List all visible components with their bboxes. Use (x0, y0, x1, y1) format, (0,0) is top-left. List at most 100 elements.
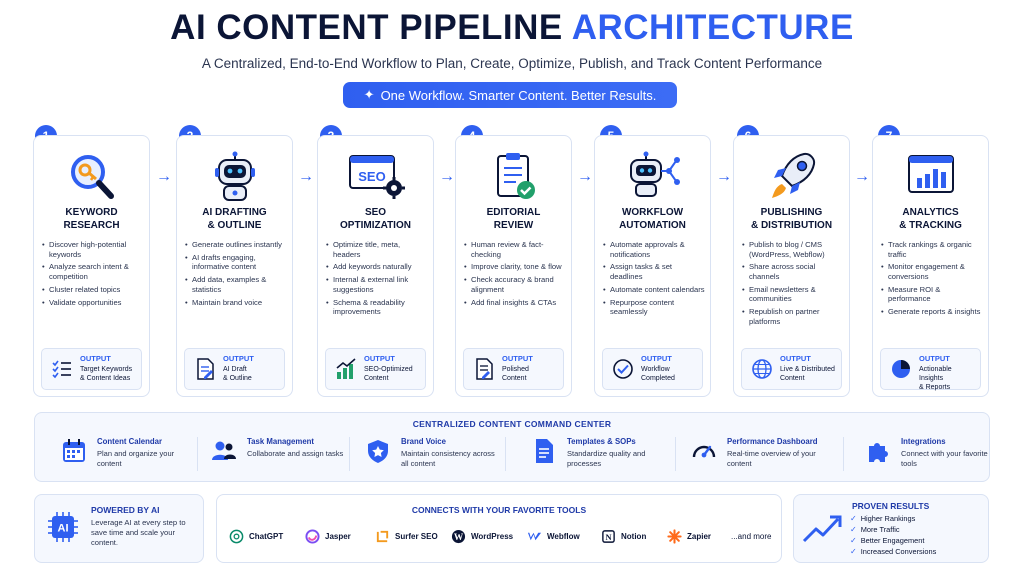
surfer-seo-icon (376, 530, 389, 542)
seo-gear-icon: SEO (318, 150, 433, 204)
flow-arrow-icon: → (716, 168, 732, 185)
document-edit-icon (197, 358, 214, 380)
trend-up-icon (802, 515, 842, 543)
step-7-output: OUTPUT Actionable Insights& Reports (880, 348, 981, 391)
document-pen-icon (476, 358, 493, 380)
svg-text:N: N (605, 531, 611, 541)
notion-icon: N (602, 529, 615, 543)
title-part-1: AI CONTENT PIPELINE (170, 8, 563, 47)
flow-arrow-icon: → (156, 168, 172, 185)
clipboard-check-icon (456, 150, 571, 204)
step-5-bullets: Automate approvals & notifications Assig… (603, 240, 706, 320)
command-center-title: CENTRALIZED CONTENT COMMAND CENTER (412, 419, 612, 429)
results-title: PROVEN RESULTS (852, 501, 930, 511)
svg-text:AI: AI (58, 523, 69, 535)
step-7-bullets: Track rankings & organic traffic Monitor… (881, 240, 984, 320)
step-6-card: PUBLISHING& DISTRIBUTION Publish to blog… (733, 135, 850, 397)
shield-star-icon (368, 440, 388, 463)
checklist-icon (52, 360, 71, 379)
divider (349, 437, 350, 471)
magnifier-key-icon (34, 150, 149, 204)
growth-chart-icon (336, 358, 356, 379)
powered-desc: Leverage AI at every step to save time a… (91, 518, 186, 547)
svg-text:SEO: SEO (358, 169, 385, 184)
flow-arrow-icon: → (577, 168, 593, 185)
divider (505, 437, 506, 471)
tagline-pill: ✦ One Workflow. Smarter Content. Better … (343, 82, 677, 108)
webflow-icon (527, 532, 542, 540)
sparkle-icon: ✦ (363, 87, 375, 102)
check-icon: ✓ (850, 514, 857, 523)
page-title: AI CONTENT PIPELINE ARCHITECTURE (0, 8, 1024, 48)
tool-webflow: Webflow (527, 528, 580, 544)
chatgpt-icon (229, 529, 244, 543)
robot-network-icon (595, 150, 710, 204)
step-2-bullets: Generate outlines instantly AI drafts en… (185, 240, 288, 310)
tool-jasper: Jasper (305, 528, 351, 544)
result-item: ✓Better Engagement (850, 536, 925, 545)
divider (675, 437, 676, 471)
flow-arrow-icon: → (298, 168, 314, 185)
calendar-icon (63, 439, 85, 462)
step-7-title: ANALYTICS& TRACKING (899, 207, 962, 231)
svg-text:W: W (454, 532, 464, 542)
flow-arrow-icon: → (439, 168, 455, 185)
team-icon (212, 441, 236, 460)
tools-title: CONNECTS WITH YOUR FAVORITE TOOLS (411, 505, 587, 515)
result-item: ✓Increased Conversions (850, 547, 937, 556)
tool-surfer-seo: Surfer SEO (375, 528, 438, 544)
tool-and-more: ...and more (731, 531, 772, 541)
jasper-icon (305, 528, 320, 544)
wordpress-icon: W (451, 529, 466, 543)
step-7-card: ANALYTICS& TRACKING Track rankings & org… (872, 135, 989, 397)
tool-notion: N Notion (601, 528, 646, 544)
result-item: ✓Higher Rankings (850, 514, 916, 523)
step-6-bullets: Publish to blog / CMS (WordPress, Webflo… (742, 240, 845, 330)
flow-arrow-icon: → (854, 168, 870, 185)
proven-results-panel: PROVEN RESULTS ✓Higher Rankings ✓More Tr… (793, 494, 989, 563)
page-subtitle: A Centralized, End-to-End Workflow to Pl… (201, 56, 823, 71)
step-2-card: AI DRAFTING& OUTLINE Generate outlines i… (176, 135, 293, 397)
command-center-panel: CENTRALIZED CONTENT COMMAND CENTER Conte… (34, 412, 990, 482)
divider (197, 437, 198, 471)
step-4-bullets: Human review & fact-checking Improve cla… (464, 240, 567, 310)
check-icon: ✓ (850, 525, 857, 534)
tools-panel: CONNECTS WITH YOUR FAVORITE TOOLS ChatGP… (216, 494, 782, 563)
puzzle-icon (869, 443, 888, 462)
speedometer-icon (692, 445, 716, 458)
template-document-icon (536, 439, 553, 463)
globe-icon (752, 359, 772, 379)
ai-chip-icon: AI (48, 512, 78, 542)
powered-title: POWERED BY AI (91, 505, 160, 515)
robot-icon (177, 150, 292, 204)
divider (843, 437, 844, 471)
tagline-text: One Workflow. Smarter Content. Better Re… (380, 87, 657, 103)
result-item: ✓More Traffic (850, 525, 900, 534)
tool-chatgpt: ChatGPT (229, 528, 283, 544)
step-1-output: OUTPUT Target Keywords& Content Ideas (41, 348, 142, 390)
title-part-2: ARCHITECTURE (571, 8, 854, 47)
step-2-title: AI DRAFTING& OUTLINE (202, 207, 267, 231)
pie-chart-icon (892, 360, 910, 378)
check-circle-icon (613, 359, 633, 379)
check-icon: ✓ (850, 536, 857, 545)
results-list: ✓Higher Rankings ✓More Traffic ✓Better E… (850, 513, 936, 557)
zapier-icon (667, 528, 682, 544)
rocket-icon (734, 150, 849, 204)
powered-by-ai-panel: AI POWERED BY AI Leverage AI at every st… (34, 494, 204, 563)
analytics-dashboard-icon (873, 150, 988, 204)
step-6-title: PUBLISHING& DISTRIBUTION (750, 207, 833, 231)
check-icon: ✓ (850, 547, 857, 556)
